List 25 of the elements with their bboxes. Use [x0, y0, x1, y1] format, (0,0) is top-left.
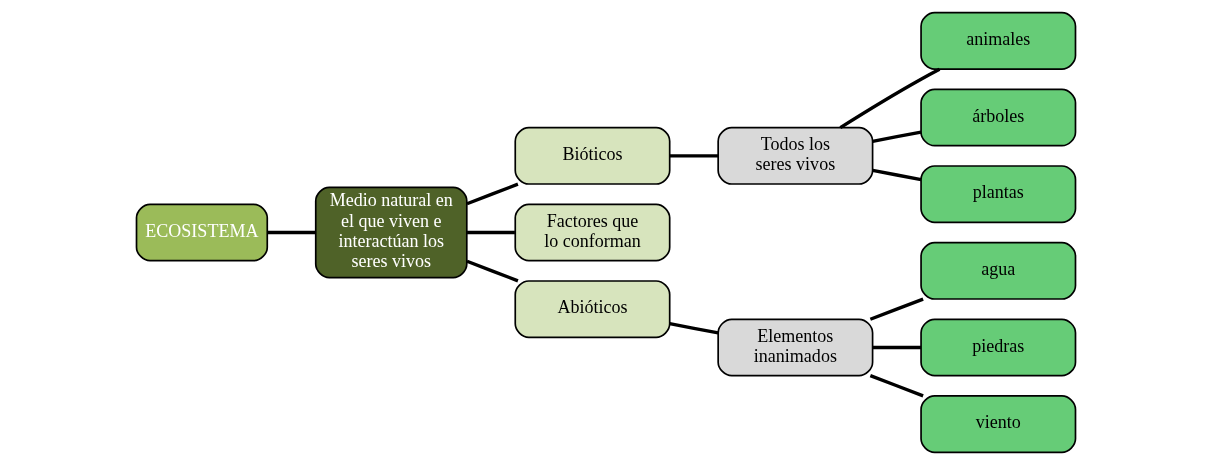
node-box: Medio natural en el que viven e interactúan los seres vivos	[314, 186, 468, 279]
connector	[871, 130, 921, 143]
node-box: Factores que lo conforman	[513, 203, 671, 262]
node-box: agua	[919, 241, 1076, 300]
node-box: ECOSISTEMA	[135, 203, 268, 262]
connector	[465, 182, 519, 206]
connector	[872, 345, 921, 350]
node-box: Todos los seres vivos	[716, 126, 873, 185]
connector	[266, 230, 316, 235]
node-box: Abióticos	[513, 280, 671, 339]
connector	[465, 259, 519, 283]
node-box: Bióticos	[513, 126, 671, 185]
connector	[871, 168, 921, 182]
connector	[869, 297, 924, 321]
node-box: viento	[919, 395, 1076, 454]
node-box: árboles	[919, 88, 1076, 147]
connector	[869, 374, 924, 398]
connector	[466, 230, 515, 235]
node-box: plantas	[919, 165, 1076, 224]
connector	[669, 154, 718, 158]
connector	[668, 322, 718, 335]
connector	[838, 67, 940, 130]
node-box: animales	[919, 11, 1076, 70]
node-box: Elementos inanimados	[716, 318, 873, 377]
node-box: piedras	[919, 318, 1076, 377]
